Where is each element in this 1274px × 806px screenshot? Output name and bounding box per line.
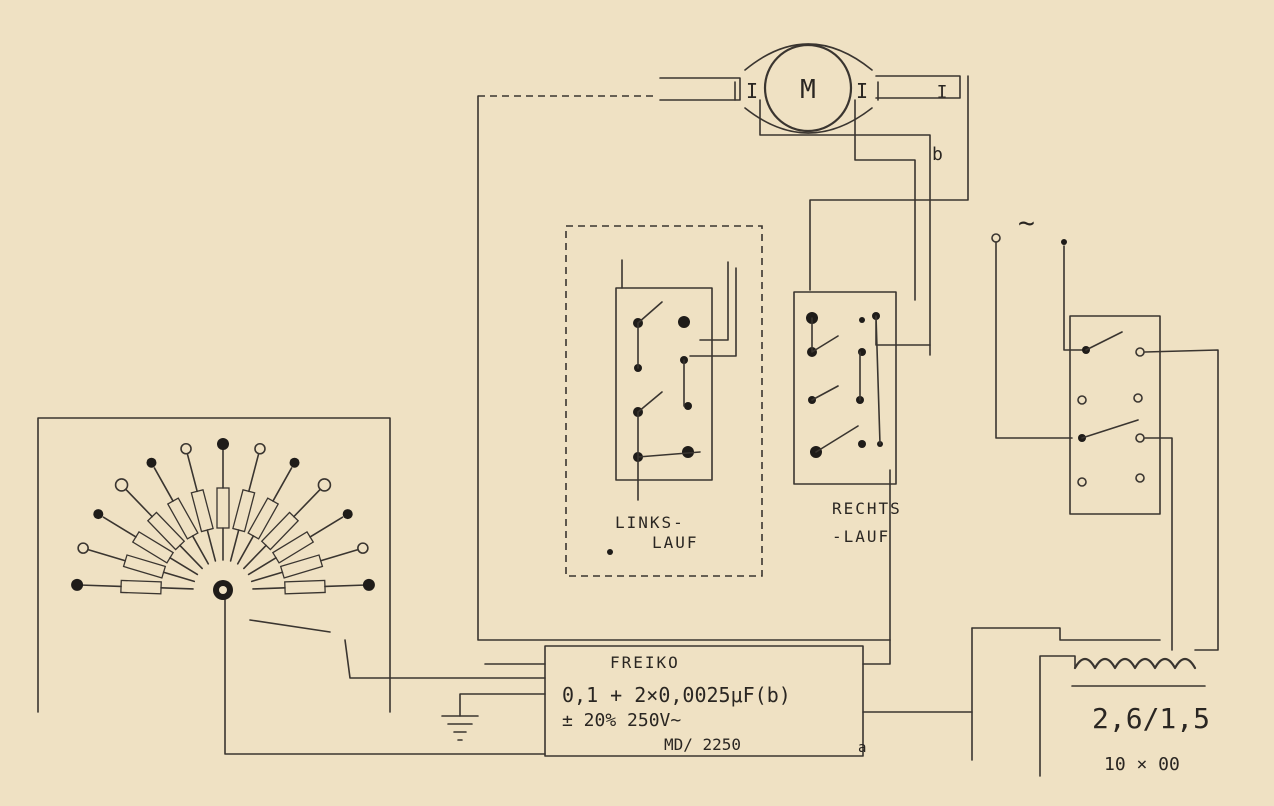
resistor-branch [250,542,369,583]
resistor-branch [93,509,199,576]
resistor-lead [160,587,194,590]
step-terminal [357,542,369,554]
capacitor-line-3: MD/ 2250 [664,735,741,754]
step-terminal [146,457,157,468]
mains-switch: ~ [991,206,1219,651]
relay-left-label-1: LINKS- [615,513,685,532]
capacitor-title: FREIKO [610,653,680,672]
resistor-lead [162,571,196,583]
resistor-lead [248,453,260,493]
resistor-body [284,579,326,595]
transformer-label: 2,6/1,5 [1092,702,1210,735]
resistor-lead [206,529,217,562]
motor-terminal-left: I [746,79,758,103]
step-terminal [317,478,332,492]
step-terminal [217,438,229,450]
motor-label: M [800,75,816,105]
step-terminal [342,509,353,520]
resistor-lead [229,529,240,562]
resistor-branch [252,578,375,595]
resistor-fan [71,438,375,595]
resistor-branch [236,457,300,565]
step-terminal [362,578,375,591]
resistor-lead [153,467,174,502]
resistor-lead [191,535,210,565]
resistor-body [216,487,230,529]
capacitor-line-2: ± 20% 250V~ [562,710,681,731]
resistor-branch [216,438,230,561]
resistor-lead [250,571,284,583]
top-wiring: b [477,75,969,641]
resistor-branch [243,478,332,570]
transformer-sub: 10 × 00 [1104,754,1180,775]
step-terminal [77,542,89,554]
node-b: b [932,144,943,165]
resistor-step-switch [37,417,546,755]
capacitor-node: a [858,740,866,756]
resistor-lead [319,549,358,562]
resistor-branch [77,542,196,583]
resistor-lead [169,556,199,576]
resistor-branch [146,457,210,565]
resistor-lead [179,544,203,570]
resistor-lead [124,488,153,518]
resistor-lead [252,587,286,590]
resistor-body [247,497,280,540]
resistor-lead [236,535,255,565]
step-terminal [114,478,129,492]
step-terminal [254,442,266,455]
resistor-branch [114,478,203,570]
resistor-body [146,511,186,551]
motor: M I I I [659,43,961,134]
relay-right-label-2: -LAUF [832,527,890,546]
resistor-body [232,489,256,533]
resistor-lead [309,516,344,538]
relay-rechts-lauf: RECHTS -LAUF [793,291,931,641]
resistor-branch [180,442,217,562]
resistor-body [166,497,199,540]
relay-links-lauf: LINKS- LAUF [565,225,763,577]
resistor-branch [229,442,266,562]
step-terminal [289,457,300,468]
resistor-lead [324,584,364,588]
resistor-branch [247,509,353,576]
ac-symbol: ~ [1018,206,1035,239]
step-terminal [180,442,192,455]
resistor-lead [102,516,137,538]
resistor-body [190,489,214,533]
relay-right-label-1: RECHTS [832,499,902,518]
resistor-body [260,511,300,551]
step-terminal [93,509,104,520]
resistor-lead [247,556,277,576]
transformer: 2,6/1,5 10 × 00 [971,627,1210,777]
motor-terminal-top-right: I [937,82,948,103]
step-terminal [71,578,84,591]
resistor-lead [82,584,122,588]
capacitor-line-1: 0,1 + 2×0,0025μF(b) [562,683,791,707]
resistor-lead [186,453,198,493]
relay-left-label-2: LAUF [652,533,699,552]
motor-terminal-right: I [856,79,868,103]
resistor-lead [272,467,293,502]
resistor-lead [293,488,322,518]
capacitor: FREIKO 0,1 + 2×0,0025μF(b) ± 20% 250V~ M… [389,639,973,757]
resistor-body [120,579,162,595]
resistor-lead [243,544,267,570]
resistor-branch [71,578,194,595]
resistor-lead [88,549,127,562]
